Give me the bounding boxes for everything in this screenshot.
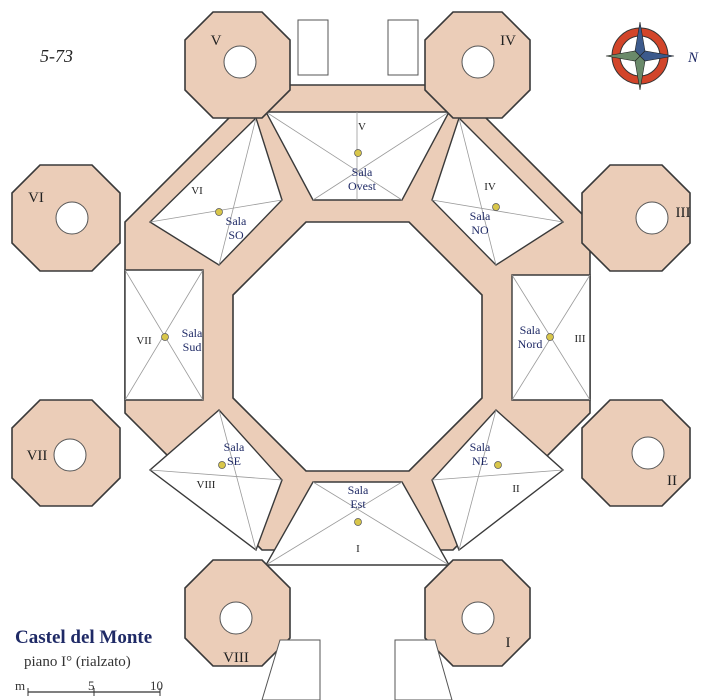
plan-subtitle: piano I° (rialzato) bbox=[24, 654, 131, 670]
towers bbox=[11, 11, 691, 667]
tower-numeral: III bbox=[676, 205, 691, 221]
room-label: Sala bbox=[470, 209, 491, 223]
tower-numeral: IV bbox=[500, 33, 516, 49]
signature: 5-73 bbox=[40, 46, 73, 66]
room-label: SO bbox=[228, 228, 244, 242]
room-label: Sala bbox=[224, 440, 245, 454]
room-label: Sala bbox=[470, 440, 491, 454]
room-label: SE bbox=[227, 454, 241, 468]
room-numeral: II bbox=[512, 483, 520, 495]
room-numeral: VI bbox=[191, 185, 203, 197]
room-label: NE bbox=[472, 454, 488, 468]
compass: N bbox=[605, 21, 699, 91]
room-label: Sala bbox=[182, 326, 203, 340]
room-label: Sala bbox=[520, 323, 541, 337]
room-nodes bbox=[161, 149, 554, 526]
room-label: Sala bbox=[348, 483, 369, 497]
north-label: N bbox=[687, 50, 699, 66]
scale-bar: m 5 10 bbox=[15, 678, 163, 696]
tower-numeral: VII bbox=[27, 448, 48, 464]
room-label: Ovest bbox=[348, 179, 377, 193]
room-numeral: IV bbox=[484, 181, 496, 193]
tower-numeral: VI bbox=[28, 190, 44, 206]
room-label: Est bbox=[350, 497, 366, 511]
room-numeral: III bbox=[575, 333, 586, 345]
room-numeral: I bbox=[356, 543, 360, 555]
courtyard bbox=[232, 221, 483, 472]
room-numeral: VIII bbox=[197, 479, 216, 491]
scale-unit: m bbox=[15, 678, 25, 693]
tower-numeral: I bbox=[506, 635, 511, 651]
room-labels: V Sala Ovest IV Sala NO III Sala Nord II… bbox=[136, 121, 585, 555]
room-label: Sala bbox=[226, 214, 247, 228]
room-numeral: VII bbox=[136, 335, 152, 347]
tower-labels: V IV III II I VIII VII VI bbox=[27, 33, 691, 666]
scale-tick: 10 bbox=[150, 678, 163, 693]
room-label: Nord bbox=[518, 337, 543, 351]
plan-title: Castel del Monte bbox=[15, 627, 152, 648]
room-label: NO bbox=[471, 223, 489, 237]
room-label: Sala bbox=[352, 165, 373, 179]
tower-numeral: V bbox=[211, 33, 222, 49]
room-label: Sud bbox=[183, 340, 202, 354]
tower-numeral: VIII bbox=[223, 650, 249, 666]
scale-tick: 5 bbox=[88, 678, 95, 693]
tower-numeral: II bbox=[667, 473, 677, 489]
room-numeral: V bbox=[358, 121, 366, 133]
entrance-stairs bbox=[261, 19, 453, 700]
